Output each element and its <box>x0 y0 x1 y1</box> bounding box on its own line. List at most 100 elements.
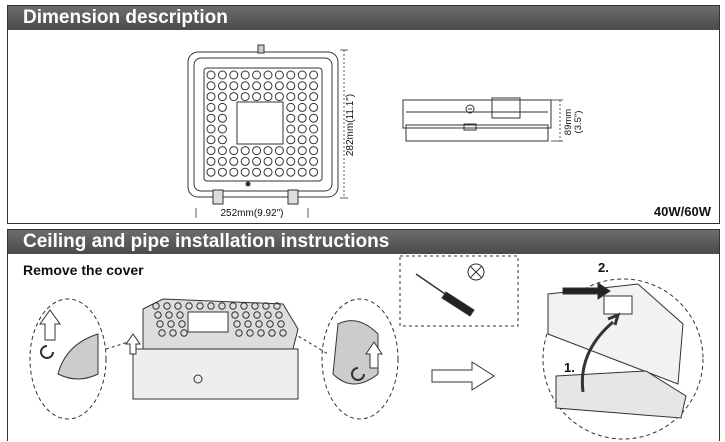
cover-led-dot <box>277 320 285 328</box>
led-dot <box>206 146 216 156</box>
led-dot <box>206 124 216 134</box>
led-dot <box>274 146 284 156</box>
cover-led-dot <box>251 302 259 310</box>
led-dot <box>263 70 273 80</box>
led-dot <box>217 70 227 80</box>
led-dot <box>297 146 307 156</box>
led-dot <box>240 92 250 102</box>
led-dot <box>217 167 227 177</box>
led-dot <box>309 113 319 123</box>
led-dot <box>252 156 262 166</box>
led-dot <box>286 92 296 102</box>
led-dot <box>263 92 273 102</box>
led-dot <box>297 135 307 145</box>
led-dot <box>309 135 319 145</box>
cover-led-dot <box>185 302 193 310</box>
led-dot <box>263 146 273 156</box>
up-arrow-icon <box>39 309 61 341</box>
led-dot <box>217 113 227 123</box>
led-dot <box>309 167 319 177</box>
side-view <box>402 97 552 142</box>
led-dot <box>206 167 216 177</box>
screwdriver-icon <box>415 273 475 317</box>
led-dot <box>252 70 262 80</box>
depth-mm-label: 89mm <box>563 109 574 135</box>
led-dot <box>252 81 262 91</box>
cover-led-dot <box>158 329 166 337</box>
dimension-drawing: 282mm(11.1") 252mm(9.92") 89mm (3.5") <box>187 44 584 219</box>
led-dot <box>229 70 239 80</box>
led-dot <box>309 156 319 166</box>
install-header: Ceiling and pipe installation instructio… <box>8 230 719 254</box>
led-dot <box>297 124 307 134</box>
led-dot <box>286 81 296 91</box>
led-dot <box>240 156 250 166</box>
led-dot <box>286 167 296 177</box>
cover-led-dot <box>233 320 241 328</box>
right-arrow-icon <box>431 361 495 391</box>
depth-in-label: (3.5") <box>573 111 584 134</box>
width-label: 252mm(9.92") <box>220 208 283 219</box>
led-dot <box>229 146 239 156</box>
cover-led-dot <box>244 320 252 328</box>
led-dot <box>274 81 284 91</box>
cover-led-dot <box>152 302 160 310</box>
cover-led-dot <box>165 311 173 319</box>
led-dot <box>297 156 307 166</box>
cover-led-dot <box>246 329 254 337</box>
cover-led-dot <box>178 320 186 328</box>
step-1-label: 1. <box>564 360 575 375</box>
cover-led-dot <box>262 302 270 310</box>
led-dot <box>297 113 307 123</box>
cover-led-dot <box>279 329 287 337</box>
led-dot <box>297 102 307 112</box>
led-dot <box>206 70 216 80</box>
cover-led-dot <box>255 320 263 328</box>
led-dot <box>286 113 296 123</box>
cover-led-dot <box>264 311 272 319</box>
cover-led-dot <box>180 329 188 337</box>
led-dot <box>297 70 307 80</box>
led-dot <box>217 124 227 134</box>
led-dot <box>297 167 307 177</box>
led-dot <box>206 81 216 91</box>
led-dot <box>206 92 216 102</box>
led-dot <box>229 167 239 177</box>
cover-led-dot <box>266 320 274 328</box>
cover-led-dot <box>156 320 164 328</box>
led-dot <box>217 156 227 166</box>
led-dot <box>286 102 296 112</box>
led-dot <box>229 81 239 91</box>
led-dot <box>297 92 307 102</box>
led-dot <box>240 81 250 91</box>
led-dot <box>217 92 227 102</box>
cover-led-dot <box>176 311 184 319</box>
tool-box <box>399 255 519 327</box>
led-dot <box>309 102 319 112</box>
led-dot <box>309 124 319 134</box>
cover-led-dot <box>268 329 276 337</box>
cover-led-dot <box>167 320 175 328</box>
led-dot <box>286 135 296 145</box>
top-view <box>187 44 339 205</box>
right-up-arrow-icon <box>365 341 383 369</box>
led-dot <box>297 81 307 91</box>
led-dot <box>252 167 262 177</box>
cover-led-dot <box>174 302 182 310</box>
led-dot <box>252 146 262 156</box>
led-dot <box>263 156 273 166</box>
cover-led-dot <box>273 302 281 310</box>
fixture-main <box>105 298 329 400</box>
right-detail <box>321 298 399 420</box>
dimension-header: Dimension description <box>8 6 719 30</box>
led-dot <box>217 81 227 91</box>
cover-led-dot <box>207 302 215 310</box>
cover-led-dot <box>257 329 265 337</box>
led-dot <box>252 92 262 102</box>
model-label: 40W/60W <box>653 204 711 219</box>
led-dot <box>217 135 227 145</box>
cover-led-dot <box>196 302 204 310</box>
step-2-label: 2. <box>598 260 609 275</box>
led-dot <box>309 70 319 80</box>
led-dot <box>274 92 284 102</box>
